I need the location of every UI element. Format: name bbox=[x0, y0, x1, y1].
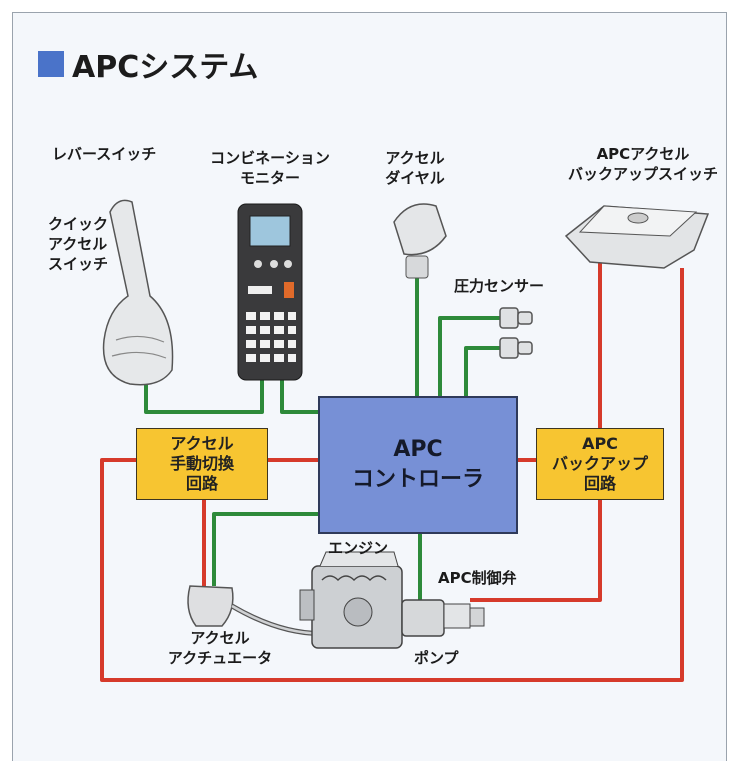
sensor2-line bbox=[464, 346, 500, 396]
backup-switch-drawing bbox=[564, 205, 710, 269]
power-lines bbox=[100, 262, 684, 682]
sensor1-line bbox=[438, 316, 500, 396]
pump-label: ポンプ bbox=[414, 649, 459, 667]
combination-monitor-label: コンビネーション モニター bbox=[210, 149, 330, 187]
engine-drawing bbox=[299, 551, 403, 649]
pressure-sensor-drawing bbox=[499, 307, 533, 359]
monitor-controller-line bbox=[280, 380, 318, 414]
manual-switch-circuit-label: アクセル 手動切換 回路 bbox=[169, 434, 234, 493]
backup-circuit-box: APC バックアップ 回路 bbox=[536, 428, 664, 500]
lever-switch-drawing bbox=[102, 199, 174, 386]
signal-lines bbox=[144, 278, 500, 600]
apc-controller-box: APC コントローラ bbox=[318, 396, 518, 534]
backup-to-valve-line bbox=[470, 500, 602, 602]
pressure-sensor-label: 圧力センサー bbox=[454, 277, 545, 295]
backup-circuit-label: APC バックアップ 回路 bbox=[551, 434, 648, 493]
controller-actuator-line bbox=[212, 512, 318, 586]
accel-dial-drawing bbox=[393, 203, 447, 279]
quick-accel-switch-label: クイック アクセル スイッチ bbox=[48, 215, 109, 273]
apc-controller-label: APC コントローラ bbox=[351, 437, 484, 492]
combination-monitor-drawing bbox=[237, 203, 303, 381]
pump-drawing bbox=[401, 599, 485, 637]
lever-monitor-line bbox=[144, 380, 264, 414]
title-text: APCシステム bbox=[72, 50, 259, 85]
page-title: APCシステム bbox=[38, 42, 258, 86]
apc-valve-label: APC制御弁 bbox=[438, 569, 517, 587]
accel-dial-label: アクセル ダイヤル bbox=[385, 149, 445, 187]
backup-switch-label: APCアクセル バックアップスイッチ bbox=[567, 145, 718, 183]
lever-switch-label: レバースイッチ bbox=[52, 145, 157, 163]
outer-power-loop bbox=[100, 268, 684, 682]
engine-label: エンジン bbox=[328, 539, 389, 557]
title-square-icon bbox=[38, 51, 64, 77]
manual-switch-circuit-box: アクセル 手動切換 回路 bbox=[136, 428, 268, 500]
accel-actuator-label: アクセル アクチュエータ bbox=[167, 629, 273, 667]
